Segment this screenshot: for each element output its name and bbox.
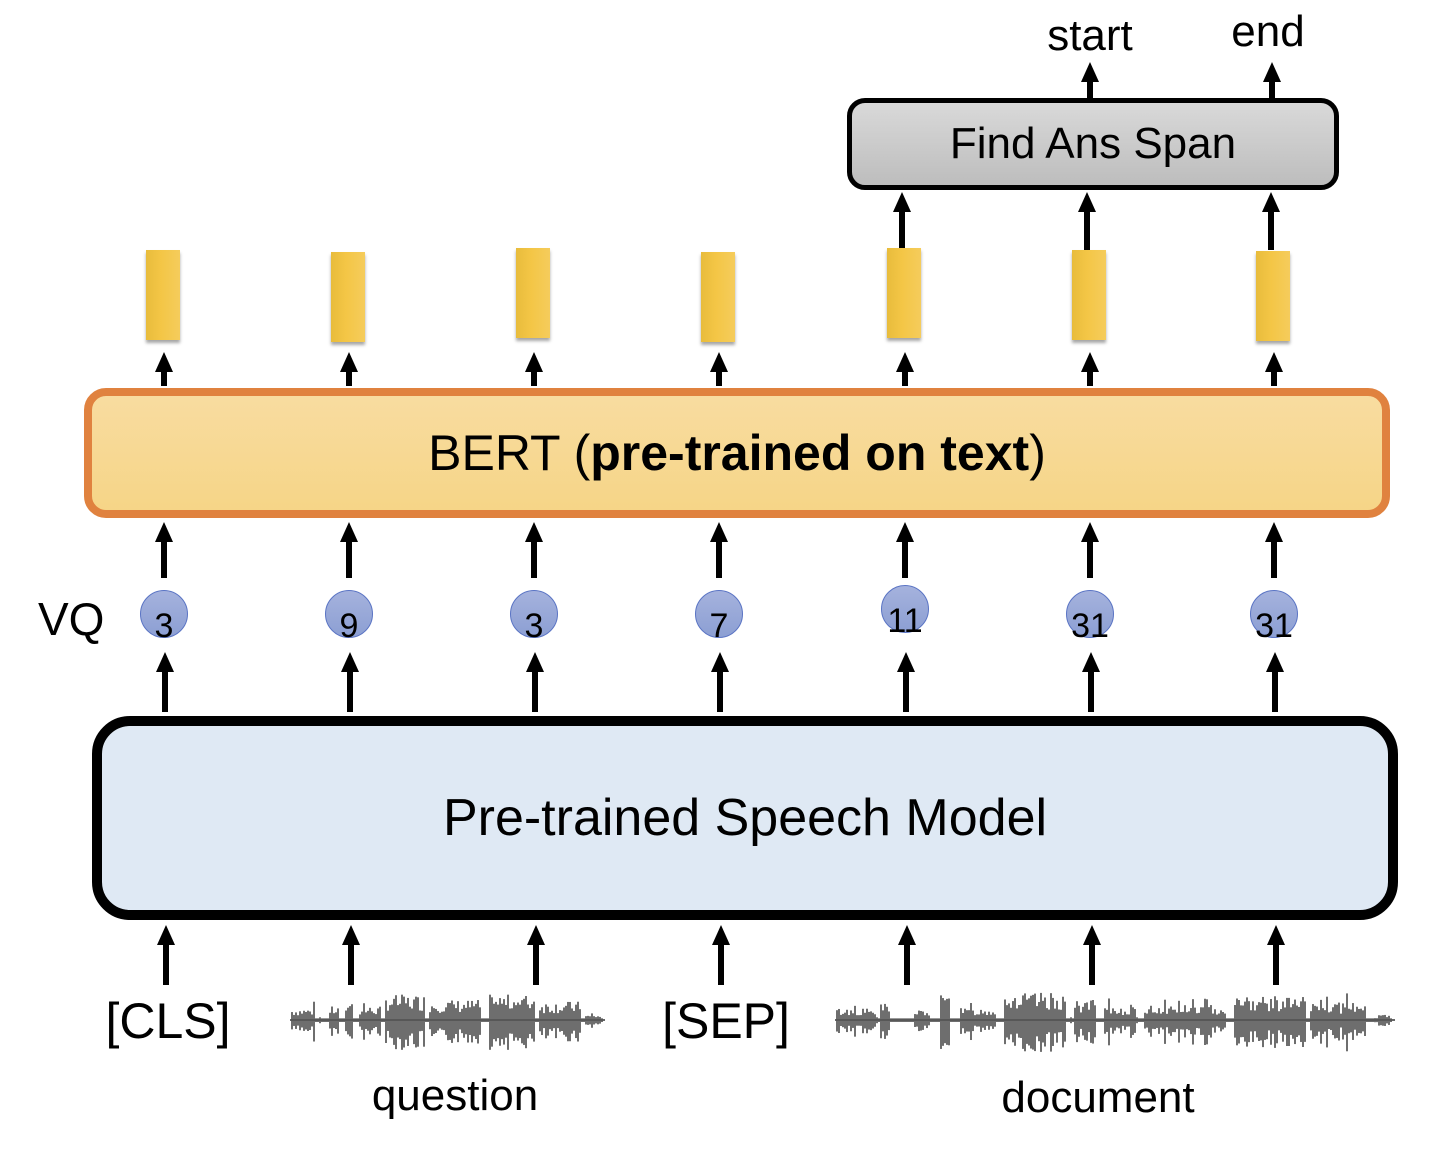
input-arrow-4-head (898, 925, 916, 945)
input-arrow-3-head (712, 925, 730, 945)
bert-output-vector (887, 248, 921, 338)
bert-to-vector-arrow-2-head (525, 352, 543, 372)
vq-code-value: 3 (524, 607, 544, 645)
bert-output-vector (701, 252, 735, 342)
bert-to-vector-arrow-6-head (1265, 352, 1283, 372)
input-arrow-0-head (157, 925, 175, 945)
speech-to-vq-arrow-2-head (526, 652, 544, 672)
start-label: start (1047, 11, 1133, 60)
vq-code-value: 9 (339, 607, 359, 645)
input-arrow-5-head (1083, 925, 1101, 945)
bert-output-vector (331, 252, 365, 342)
bert-to-vector-arrow-4-head (896, 352, 914, 372)
vq-to-bert-arrow-1-head (340, 522, 358, 542)
vq-code-value: 31 (1255, 607, 1293, 645)
vq-to-bert-arrow-5-head (1081, 522, 1099, 542)
vq-code-circle: 9 (325, 590, 373, 643)
bert-label: BERT (pre-trained on text) (428, 425, 1046, 481)
vector-to-span-arrow-5-head (1078, 192, 1096, 212)
speech-to-vq-arrow-6-head (1266, 652, 1284, 672)
bert-output-vector (516, 248, 550, 338)
vq-to-bert-arrow-0-head (155, 522, 173, 542)
speech-to-vq-arrow-4-head (897, 652, 915, 672)
vq-code-circle: 31 (1066, 590, 1114, 643)
vq-code-value: 3 (154, 607, 174, 645)
question-waveform-icon (290, 994, 605, 1050)
input-arrow-6-head (1267, 925, 1285, 945)
bert-to-vector-arrow-0-head (155, 352, 173, 372)
vq-code-value: 11 (887, 602, 923, 640)
speech-to-vq-arrow-1-head (341, 652, 359, 672)
input-arrow-1-head (342, 925, 360, 945)
bert-to-vector-arrow-1-head (340, 352, 358, 372)
input-arrow-2-head (527, 925, 545, 945)
vector-to-span-arrow-6-head (1262, 192, 1280, 212)
bert-output-vector (146, 250, 180, 340)
find-answer-span-box: Find Ans Span (847, 98, 1339, 190)
vq-to-bert-arrow-4-head (896, 522, 914, 542)
vq-code-value: 31 (1071, 607, 1109, 645)
vq-code-circle: 31 (1250, 590, 1298, 643)
speech-to-vq-arrow-0-head (156, 652, 174, 672)
vq-code-value: 7 (709, 607, 729, 645)
cls-token: [CLS] (105, 993, 231, 1049)
speech-to-vq-arrow-3-head (711, 652, 729, 672)
speech-to-vq-arrow-5-head (1082, 652, 1100, 672)
vq-to-bert-arrow-3-head (710, 522, 728, 542)
find-answer-span-label: Find Ans Span (949, 119, 1237, 168)
start-arrow-head (1081, 62, 1099, 82)
speech-model-label: Pre-trained Speech Model (442, 789, 1048, 847)
vq-code-circle: 3 (140, 590, 188, 643)
vector-to-span-arrow-4-head (893, 192, 911, 212)
bert-output-vector (1072, 250, 1106, 340)
bert-output-vector (1256, 251, 1290, 341)
document-label: document (1001, 1073, 1195, 1122)
vq-to-bert-arrow-6-head (1265, 522, 1283, 542)
vq-code-circle: 7 (695, 590, 743, 643)
question-label: question (371, 1071, 539, 1120)
vq-code-circle: 3 (510, 590, 558, 643)
vq-code-circle: 11 (881, 585, 929, 638)
end-arrow-head (1263, 62, 1281, 82)
document-waveform-icon (835, 992, 1395, 1052)
bert-to-vector-arrow-5-head (1081, 352, 1099, 372)
vq-to-bert-arrow-2-head (525, 522, 543, 542)
vq-label: VQ (38, 593, 105, 645)
speech-model-box: Pre-trained Speech Model (92, 716, 1398, 920)
bert-box: BERT (pre-trained on text) (84, 388, 1390, 518)
end-label: end (1231, 7, 1305, 56)
bert-to-vector-arrow-3-head (710, 352, 728, 372)
sep-token: [SEP] (662, 993, 790, 1049)
